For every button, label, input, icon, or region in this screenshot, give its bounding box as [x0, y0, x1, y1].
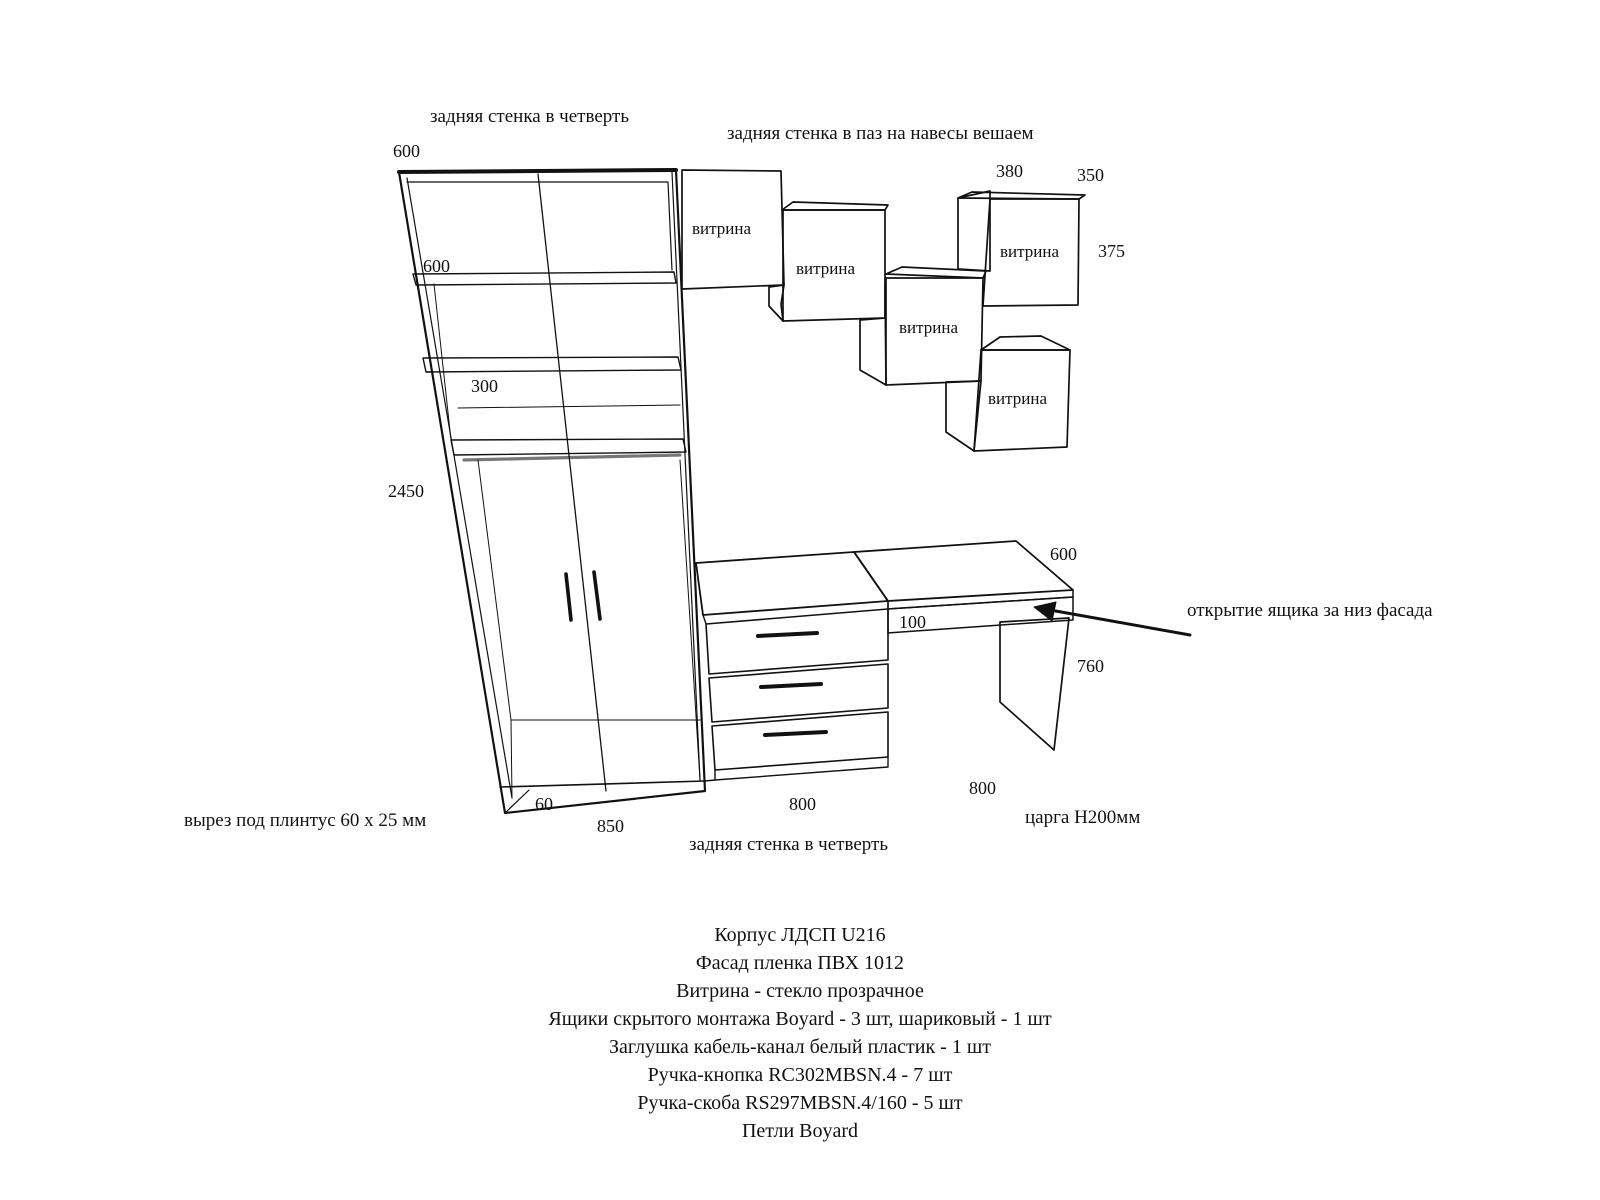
plinth	[499, 780, 706, 788]
cabinet-3-side	[859, 282, 887, 386]
door-handle-right	[592, 570, 602, 621]
dim-desk-width: 800	[969, 778, 996, 798]
dim-drawer-height: 100	[899, 612, 926, 632]
hanger-rail	[462, 453, 682, 462]
spec-line: Витрина - стекло прозрачное	[676, 980, 924, 1002]
door-handle-left	[564, 572, 573, 622]
cabinet-3-label: витрина	[899, 318, 959, 337]
cabinet-5-front	[973, 349, 1071, 452]
dim-cabinet-depth: 350	[1077, 165, 1104, 185]
dim-middle-shelf: 300	[471, 376, 498, 396]
desk-drawer	[887, 596, 1074, 634]
cabinet-3-top	[885, 266, 987, 279]
drawer-handle-1	[756, 631, 819, 638]
dim-drawer-unit-width: 800	[789, 794, 816, 814]
cabinet-5-label: витрина	[988, 389, 1048, 408]
cabinet-4-side	[957, 190, 991, 272]
dim-upper-shelf: 600	[423, 256, 450, 276]
drawer-handle-2	[759, 682, 823, 689]
spec-line: Петли Boyard	[741, 1120, 859, 1142]
dim-wardrobe-depth: 600	[393, 141, 420, 161]
desk-top	[853, 540, 1074, 602]
drawer-front-2	[708, 663, 889, 723]
spec-line: Ручка-кнопка RC302MBSN.4 - 7 шт	[647, 1064, 953, 1086]
wall-cabinets	[681, 169, 1086, 452]
cabinet-2-label: витрина	[796, 259, 856, 278]
drawer-front-1	[705, 608, 889, 675]
label-drawer-opening: открытие ящика за низ фасада	[1187, 600, 1433, 621]
dim-height: 2450	[388, 481, 424, 501]
door-split	[537, 173, 607, 792]
dim-cabinet-height: 375	[1098, 241, 1125, 261]
dim-cabinet-width: 380	[996, 161, 1023, 181]
dim-desk-height: 760	[1077, 656, 1104, 676]
spec-line: Заглушка кабель-канал белый пластик - 1 …	[609, 1036, 991, 1058]
spec-line: Корпус ЛДСП U216	[714, 924, 886, 946]
wardrobe	[397, 168, 707, 815]
desk	[853, 540, 1074, 751]
wardrobe-shelf-1	[412, 271, 677, 286]
cabinet-5-top	[980, 335, 1071, 351]
wardrobe-shelf-3	[450, 438, 687, 456]
cabinet-4-front	[982, 198, 1080, 307]
drawer-unit-top	[695, 551, 889, 616]
label-back-wall-groove: задняя стенка в паз на навесы вешаем	[727, 123, 1034, 144]
cabinet-2-side	[768, 284, 785, 322]
label-back-wall-quarter-bottom: задняя стенка в четверть	[689, 834, 888, 855]
wardrobe-inner-left	[406, 177, 513, 799]
dim-plinth: 60	[535, 794, 553, 814]
cabinet-2-top	[781, 201, 889, 211]
label-plinth-cutout: вырез под плинтус 60 х 25 мм	[184, 810, 427, 831]
wardrobe-shelf-2	[422, 356, 682, 373]
cabinet-1-label: витрина	[692, 219, 752, 238]
spec-line: Фасад пленка ПВХ 1012	[695, 952, 905, 974]
label-back-wall-quarter-top: задняя стенка в четверть	[430, 106, 629, 127]
dim-desk-depth: 600	[1050, 544, 1077, 564]
specification-list: Корпус ЛДСП U216 Фасад пленка ПВХ 1012 В…	[0, 921, 1600, 1145]
drawer-handle-3	[763, 730, 828, 737]
cabinet-4-label: витрина	[1000, 242, 1060, 261]
drawer-unit	[695, 551, 889, 782]
spec-line: Ручка-скоба RS297MBSN.4/160 - 5 шт	[637, 1092, 963, 1114]
spec-line: Ящики скрытого монтажа Boyard - 3 шт, ша…	[548, 1008, 1052, 1030]
opening-arrow	[1048, 608, 1192, 637]
label-rail: царга Н200мм	[1025, 807, 1141, 828]
desk-leg	[999, 617, 1070, 751]
dim-wardrobe-width: 850	[597, 816, 624, 836]
